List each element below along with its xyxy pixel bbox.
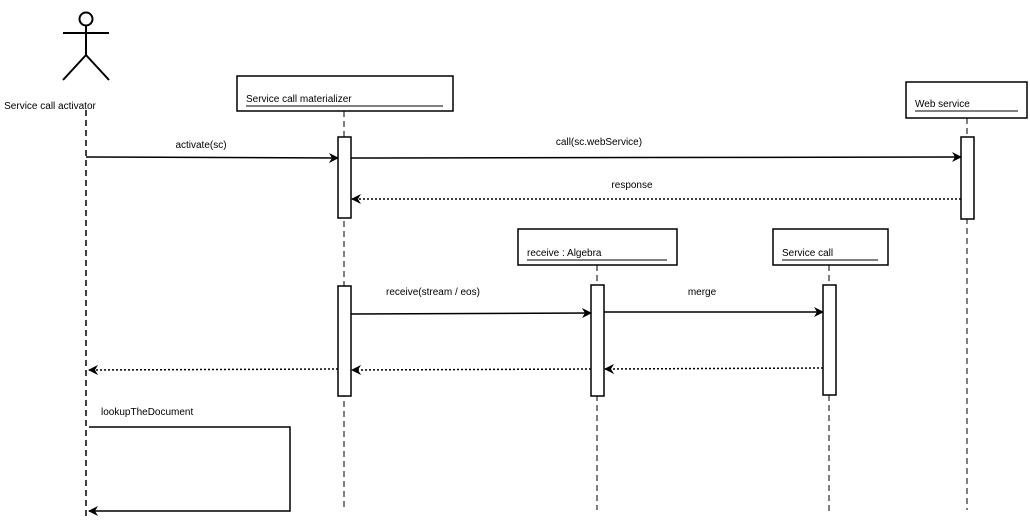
object-box bbox=[772, 228, 889, 266]
activation-materializer-2 bbox=[337, 285, 352, 397]
message-activate-arrow bbox=[85, 152, 339, 163]
object-service-call: Service call bbox=[772, 228, 889, 266]
actor-head bbox=[78, 11, 94, 27]
message-activate-label: activate(sc) bbox=[175, 140, 226, 151]
message-return-receive-arrow bbox=[604, 363, 824, 374]
object-label: Web service bbox=[915, 99, 970, 110]
message-receive-arrow bbox=[350, 308, 592, 319]
message-call-label: call(sc.webService) bbox=[556, 137, 642, 148]
object-materializer: Service call materializer bbox=[236, 75, 454, 112]
message-merge-label: merge bbox=[688, 287, 717, 298]
actor-right-leg bbox=[85, 54, 110, 81]
object-label: Service call bbox=[782, 248, 833, 259]
object-web-service: Web service bbox=[905, 81, 1028, 119]
message-response-label: response bbox=[611, 180, 653, 191]
object-label: Service call materializer bbox=[246, 94, 352, 105]
object-box bbox=[517, 228, 678, 266]
actor-label: Service call activator bbox=[4, 101, 96, 112]
activation-web-service bbox=[960, 136, 975, 220]
activation-receive bbox=[590, 284, 605, 397]
object-box bbox=[905, 81, 1028, 119]
message-call-arrow bbox=[350, 152, 962, 163]
object-label: receive : Algebra bbox=[527, 248, 602, 259]
object-receive: receive : Algebra bbox=[517, 228, 678, 266]
activation-materializer-1 bbox=[337, 136, 352, 219]
message-return-materializer-arrow bbox=[351, 364, 592, 375]
actor-activator: Service call activator bbox=[4, 11, 110, 112]
actor-left-leg bbox=[62, 54, 87, 81]
message-lookup-arrow bbox=[88, 426, 291, 516]
activation-service-call bbox=[822, 284, 837, 396]
message-return-activator-arrow bbox=[88, 364, 339, 375]
object-box bbox=[236, 75, 454, 112]
message-receive-label: receive(stream / eos) bbox=[386, 287, 480, 298]
message-lookup-label: lookupTheDocument bbox=[101, 407, 193, 418]
